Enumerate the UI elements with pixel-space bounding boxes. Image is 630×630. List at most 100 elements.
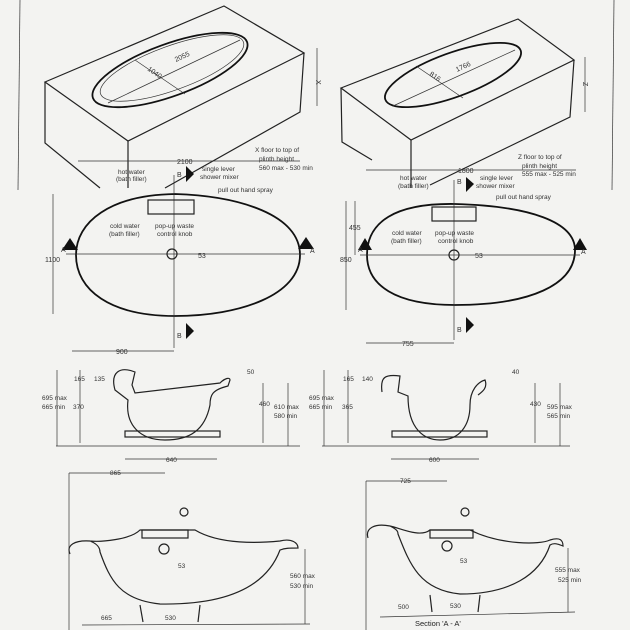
width-dim: 816 [428, 71, 442, 83]
label-hot-water: hot water [118, 169, 146, 176]
section-a-label: A [358, 247, 363, 254]
waste-outlet [448, 249, 460, 261]
section-b-label: B [177, 172, 182, 179]
tap-deck [429, 529, 474, 539]
plinth-note-3: 560 max - 530 min [259, 165, 313, 172]
section-b-label: B [457, 327, 462, 334]
iso-view-left: 1040 2055 X X floor to top of plinth hei… [43, 5, 321, 189]
dim-165: 165 [343, 376, 354, 383]
rim-dim-max: 560 max [290, 573, 316, 580]
overall-dim-max: 695 max [309, 395, 335, 402]
label-mixer: single lever [202, 166, 236, 173]
dim-725: 725 [400, 478, 411, 485]
length-dim: 2055 [174, 51, 191, 64]
width-dim: 1100 [45, 257, 60, 264]
offset-dim: 755 [402, 341, 414, 348]
label-mixer-2: shower mixer [200, 174, 239, 181]
waste-dim: 53 [178, 563, 186, 570]
bath-outline [75, 193, 301, 317]
dim-530: 530 [450, 603, 461, 610]
label-spray: pull out hand spray [496, 194, 552, 201]
dim-370: 370 [73, 404, 84, 411]
length-dim-line [107, 39, 241, 104]
bath-opening [91, 31, 249, 109]
label-waste-knob: pop-up waste [155, 223, 194, 230]
width-dim: 850 [340, 257, 352, 264]
rim-dim-min: 525 min [558, 577, 582, 584]
dim-665: 665 [101, 615, 112, 622]
side-view-left: 695 max 665 min 165 135 370 50 460 610 m… [42, 369, 300, 464]
section-b-arrow-icon [186, 166, 194, 182]
rim-dim-max: 610 max [274, 404, 300, 411]
length-dim: 2100 [177, 159, 193, 166]
bath-stand [124, 430, 221, 438]
plinth-top-face [339, 18, 576, 141]
section-b-arrow-icon [186, 323, 194, 339]
label-waste-knob-2: control knob [157, 231, 193, 238]
floor-line [81, 623, 311, 626]
dim-365: 365 [342, 404, 353, 411]
waste-outlet [158, 543, 170, 555]
plan-view-right: 1800 850 455 755 53 A A B B hot water (b… [340, 168, 587, 348]
section-a-label: A [581, 249, 586, 256]
plinth-note-1: X floor to top of [255, 147, 299, 154]
plinth-sides [44, 52, 305, 189]
label-hot-water-2: (bath filler) [398, 183, 429, 190]
feet-dim: 600 [429, 457, 440, 464]
rim-dim-min: 580 min [274, 413, 298, 420]
rim-dim-min: 565 min [547, 413, 571, 420]
section-a-arrow-icon [62, 238, 78, 250]
dim-500: 500 [398, 604, 409, 611]
height-letter: Z [581, 82, 588, 87]
half-width-dim: 455 [349, 225, 361, 232]
side-view-right: 695 max 665 min 165 140 365 40 430 595 m… [309, 369, 573, 464]
label-waste-knob-2: control knob [438, 238, 474, 245]
plinth-note-2: plinth height [259, 156, 294, 163]
dim-140: 140 [362, 376, 373, 383]
rim-dim-min: 530 min [290, 583, 314, 590]
plinth-note-1: Z floor to top of [518, 154, 562, 161]
waste-dim: 53 [475, 253, 483, 260]
overall-dim-min: 665 min [309, 404, 333, 411]
shower-mixer [460, 507, 470, 517]
waste-outlet [441, 540, 453, 552]
waste-dim: 53 [460, 558, 468, 565]
section-b-label: B [177, 333, 182, 340]
plinth-note-3: 555 max - 525 min [522, 171, 576, 178]
bath-feet [139, 604, 201, 623]
dim-460: 460 [259, 401, 270, 408]
section-a-label: A [61, 247, 66, 254]
plan-view-left: 2100 1100 900 53 A A B B hot water (bath… [45, 159, 315, 356]
feet-dim: 640 [166, 457, 177, 464]
section-b-arrow-icon [466, 177, 474, 192]
length-dim: 1800 [458, 168, 474, 175]
offset-dim: 900 [116, 349, 128, 356]
plinth-note-2: plinth height [522, 163, 557, 170]
dim-530: 530 [165, 615, 176, 622]
label-cold-water-2: (bath filler) [391, 238, 422, 245]
label-mixer-2: shower mixer [476, 183, 515, 190]
section-a-arrow-icon [573, 238, 587, 250]
width-dim-line [134, 59, 186, 95]
page-edge [17, 0, 21, 191]
floor-line [379, 611, 576, 618]
dim-50: 50 [247, 369, 255, 376]
dim-430: 430 [530, 401, 541, 408]
label-mixer: single lever [480, 175, 514, 182]
waste-outlet [166, 248, 178, 260]
bath-rim [99, 34, 245, 102]
bath-profile [380, 374, 487, 441]
label-waste-knob: pop-up waste [435, 230, 474, 237]
bath-stand [391, 430, 488, 438]
rim-dim-max: 595 max [547, 404, 573, 411]
length-dim: 1766 [455, 61, 472, 74]
dim-865: 865 [110, 470, 121, 477]
dim-135: 135 [94, 376, 105, 383]
dim-40: 40 [512, 369, 520, 376]
tap-deck [431, 206, 477, 222]
overall-dim-min: 665 min [42, 404, 66, 411]
label-cold-water: cold water [392, 230, 422, 237]
iso-view-right: 816 1766 Z Z floor to top of plinth heig… [339, 18, 588, 188]
